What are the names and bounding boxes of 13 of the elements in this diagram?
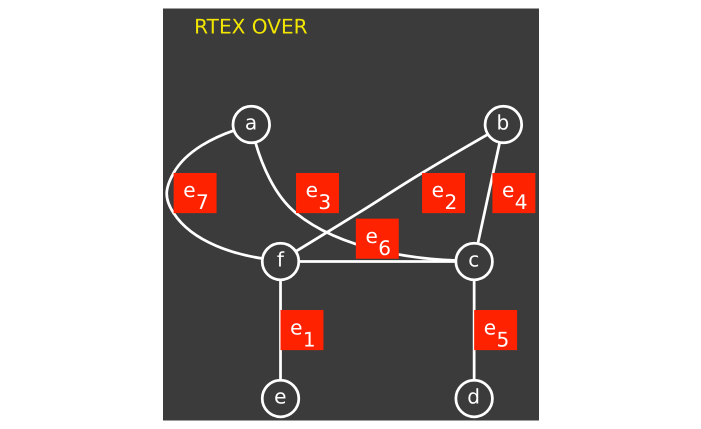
label: RTEX OVER bbox=[194, 14, 308, 39]
connector bbox=[472, 280, 476, 380]
node-circle: a bbox=[231, 104, 270, 144]
connector bbox=[294, 133, 488, 253]
connector bbox=[164, 129, 262, 260]
connector bbox=[278, 280, 282, 380]
node-circle: c bbox=[454, 242, 494, 282]
node-circle: e bbox=[260, 378, 300, 418]
connector bbox=[298, 260, 456, 263]
node-circle: f bbox=[260, 242, 300, 282]
connector bbox=[476, 142, 501, 244]
node-circle: d bbox=[454, 378, 494, 418]
node-circle: b bbox=[483, 104, 523, 144]
